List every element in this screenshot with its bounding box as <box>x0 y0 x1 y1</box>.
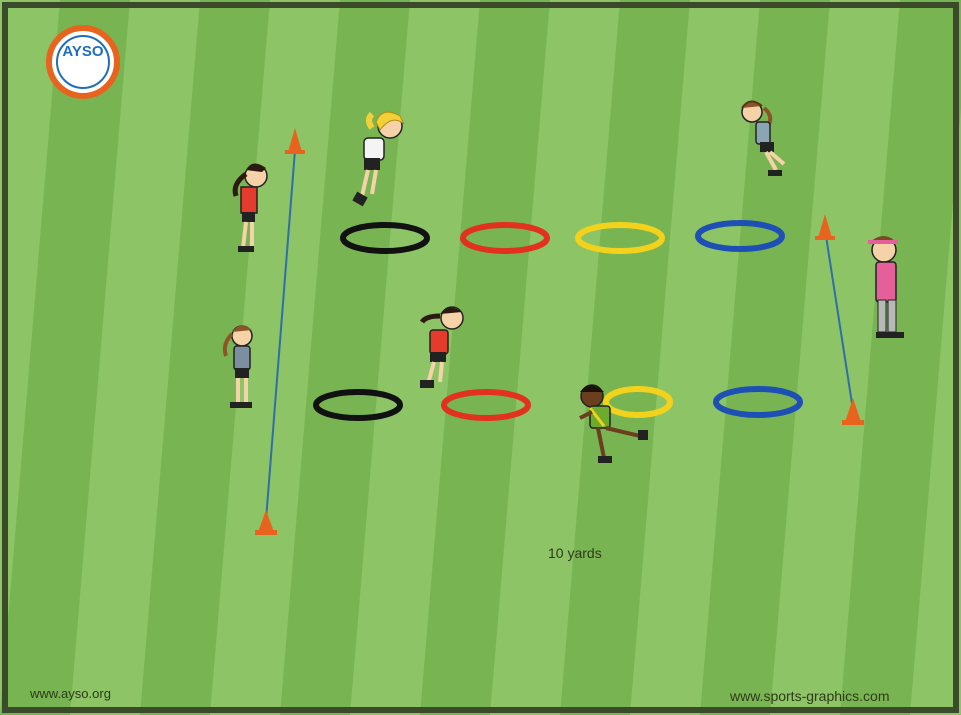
distance-line-left <box>265 149 296 521</box>
field-stripe <box>280 0 410 715</box>
cone-top-right <box>815 214 835 240</box>
field-stripe <box>840 0 961 715</box>
distance-line-right <box>825 235 854 411</box>
hoop-red-top <box>460 222 550 254</box>
footer-link-ayso[interactable]: www.ayso.org <box>30 686 111 701</box>
cone-bottom-left <box>255 510 277 535</box>
field-stripe <box>420 0 550 715</box>
logo-text: AYSO <box>62 43 104 60</box>
cones-and-lines <box>255 128 864 535</box>
hoop-blue-top <box>695 220 785 252</box>
hoops-top-row <box>340 220 785 254</box>
hoops-bottom-row <box>313 386 803 421</box>
player-grey-left <box>222 325 253 408</box>
distance-label: 10 yards <box>548 545 602 561</box>
player-red-shirt-center <box>419 306 464 388</box>
ayso-logo-icon <box>46 25 120 99</box>
player-running-top-right <box>741 100 786 176</box>
footer-link-sports-graphics[interactable]: www.sports-graphics.com <box>730 688 890 704</box>
hoop-red-bottom <box>441 389 531 421</box>
cone-top-left <box>285 128 305 154</box>
hoop-yellow-bottom <box>603 386 673 418</box>
coach-pink <box>868 236 904 338</box>
field-stripe <box>560 0 690 715</box>
hoop-yellow-top <box>575 222 665 254</box>
hoop-black-top <box>340 222 430 254</box>
cone-bottom-right <box>842 398 864 425</box>
hoop-black-bottom <box>313 389 403 421</box>
player-blonde-jumping <box>352 111 405 207</box>
player-red-shirt-top-left <box>232 163 268 252</box>
player-green-running <box>579 384 648 463</box>
hoop-blue-bottom <box>713 386 803 418</box>
field-stripe <box>700 0 830 715</box>
field-stripe <box>0 0 130 715</box>
